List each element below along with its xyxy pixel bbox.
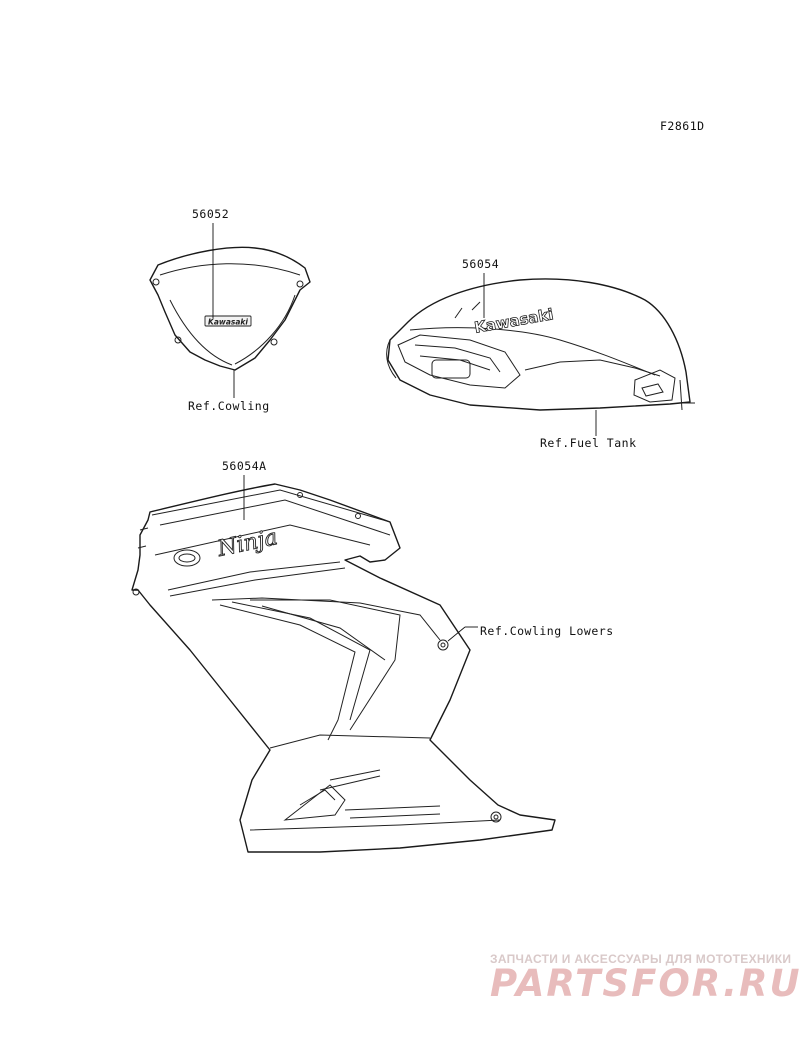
ref-fuel-tank-label: Ref.Fuel Tank [540, 436, 637, 450]
part-number-56052: 56052 [192, 207, 229, 221]
watermark-brand: PARTSFOR.RU [490, 962, 800, 1005]
ref-cowling-lowers-label: Ref.Cowling Lowers [480, 624, 614, 638]
fuel-tank-drawing [386, 278, 695, 411]
cowling-drawing [131, 483, 556, 853]
part-number-56054A: 56054A [222, 459, 267, 473]
windshield-drawing: Kawasaki [149, 246, 311, 371]
figure-code: F2861D [660, 119, 705, 133]
part-number-56054: 56054 [462, 257, 499, 271]
ref-cowling-label: Ref.Cowling [188, 399, 270, 413]
watermark-tagline: ЗАПЧАСТИ И АКСЕССУАРЫ ДЛЯ МОТОТЕХНИКИ [490, 952, 791, 966]
windshield-logo-decal: Kawasaki [208, 318, 248, 327]
